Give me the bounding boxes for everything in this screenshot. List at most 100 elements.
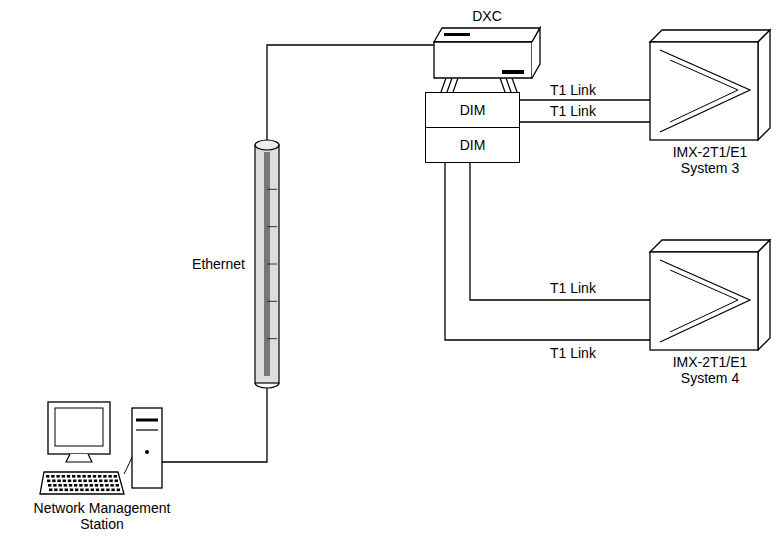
ethernet-cable: Ethernet	[255, 140, 279, 388]
illustration-stroke	[68, 480, 71, 483]
illustration-stroke	[75, 489, 78, 492]
illustration-stroke	[80, 489, 83, 492]
wire	[447, 78, 452, 92]
illustration-stroke	[660, 260, 750, 342]
illustration-stroke	[650, 252, 758, 350]
illustration-stroke	[40, 472, 124, 494]
illustration-stroke	[101, 489, 104, 492]
illustration-stroke	[255, 140, 279, 150]
illustration-stroke	[117, 489, 120, 492]
illustration-stroke	[52, 480, 55, 483]
illustration-stroke	[758, 30, 770, 140]
illustration-stroke	[46, 475, 49, 478]
illustration-stroke	[99, 480, 102, 483]
management-station-label: Network Management Station	[22, 500, 182, 532]
illustration-stroke	[98, 475, 101, 478]
illustration-stroke	[49, 489, 52, 492]
illustration-stroke	[72, 475, 75, 478]
illustration-stroke	[116, 484, 119, 487]
illustration-stroke	[267, 189, 277, 190]
dim-module: DIM	[425, 92, 520, 128]
illustration-stroke	[95, 484, 98, 487]
link-label: T1 Link	[548, 280, 598, 296]
link-label: T1 Link	[548, 82, 598, 98]
illustration-stroke	[78, 480, 81, 483]
illustration-stroke	[51, 475, 54, 478]
illustration-stroke	[650, 240, 770, 350]
illustration-stroke	[89, 480, 92, 483]
illustration-stroke	[124, 457, 132, 474]
illustration-stroke	[650, 30, 770, 42]
illustration-stroke	[650, 240, 770, 252]
illustration-stroke	[62, 475, 65, 478]
illustration-stroke	[65, 489, 68, 492]
imx-system-drawing	[650, 240, 770, 350]
illustration-stroke	[57, 480, 60, 483]
illustration-stroke	[64, 484, 67, 487]
management-station: Network Management Station	[40, 402, 164, 496]
imx-system: IMX-2T1/E1 System 3	[650, 30, 770, 140]
illustration-stroke	[54, 489, 57, 492]
illustration-stroke	[650, 30, 770, 140]
illustration-stroke	[83, 480, 86, 483]
illustration-stroke	[58, 484, 61, 487]
illustration-stroke	[40, 402, 162, 494]
illustration-stroke	[670, 270, 738, 332]
wire	[506, 78, 511, 92]
wire	[512, 78, 517, 92]
illustration-stroke	[650, 42, 758, 140]
illustration-stroke	[267, 338, 277, 339]
illustration-stroke	[267, 264, 277, 265]
imx-system-label: IMX-2T1/E1 System 4	[655, 354, 765, 386]
illustration-stroke	[55, 408, 103, 446]
link-label: T1 Link	[548, 345, 598, 361]
illustration-stroke	[48, 402, 110, 454]
illustration-stroke	[85, 489, 88, 492]
wire	[500, 78, 505, 92]
illustration-stroke	[93, 475, 96, 478]
illustration-stroke	[108, 475, 111, 478]
link-line	[520, 121, 650, 122]
illustration-stroke	[77, 475, 80, 478]
illustration-stroke	[103, 475, 106, 478]
illustration-stroke	[758, 240, 770, 350]
illustration-stroke	[532, 28, 540, 78]
illustration-stroke	[48, 484, 51, 487]
illustration-stroke	[106, 489, 109, 492]
management-station-drawing	[40, 402, 164, 496]
dim-module: DIM	[425, 127, 520, 163]
wire	[441, 78, 446, 92]
link-line	[520, 99, 650, 100]
imx-system: IMX-2T1/E1 System 4	[650, 240, 770, 350]
illustration-stroke	[105, 484, 108, 487]
illustration-stroke	[136, 429, 158, 430]
wire	[453, 78, 458, 92]
illustration-stroke	[59, 489, 62, 492]
illustration-stroke	[84, 484, 87, 487]
illustration-stroke	[434, 42, 532, 78]
illustration-stroke	[502, 70, 524, 74]
illustration-stroke	[111, 489, 114, 492]
illustration-stroke	[660, 50, 750, 132]
illustration-stroke	[74, 484, 77, 487]
illustration-stroke	[255, 383, 279, 388]
dxc-device-label: DXC	[472, 8, 502, 24]
ethernet-cable-label: Ethernet	[192, 256, 245, 272]
illustration-stroke	[434, 28, 540, 78]
illustration-stroke	[255, 140, 279, 388]
illustration-stroke	[69, 484, 72, 487]
illustration-stroke	[82, 475, 85, 478]
dxc-dim-wires	[441, 78, 517, 92]
link-line	[445, 163, 650, 340]
illustration-stroke	[267, 301, 277, 302]
illustration-stroke	[79, 484, 82, 487]
illustration-stroke	[66, 454, 92, 462]
illustration-stroke	[434, 28, 540, 42]
link-line	[267, 45, 434, 140]
link-line	[162, 388, 267, 462]
link-label: T1 Link	[548, 103, 598, 119]
illustration-stroke	[115, 480, 118, 483]
illustration-stroke	[110, 484, 113, 487]
